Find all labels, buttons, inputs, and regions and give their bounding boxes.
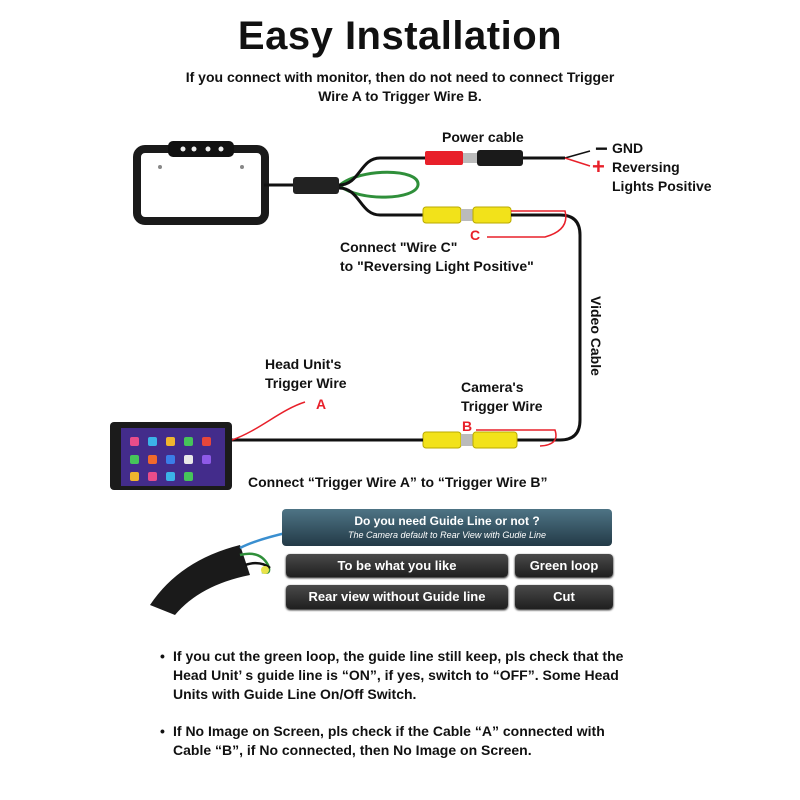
connect-wire-c-label: Connect "Wire C" to "Reversing Light Pos…: [340, 239, 534, 274]
wire-b-letter: B: [462, 418, 473, 434]
guide-line-note: The Camera default to Rear View with Gud…: [348, 530, 546, 540]
cut-button: Cut: [515, 585, 613, 609]
cable-end-photo: [150, 530, 291, 615]
video-cable-label: Video Cable: [588, 296, 604, 376]
bullet-dot: •: [160, 723, 165, 739]
power-connector: [425, 150, 523, 166]
page-title: Easy Installation: [237, 14, 563, 58]
video-connector-top: [422, 206, 512, 224]
guide-line-banner: Do you need Guide Line or not ? The Came…: [282, 509, 612, 546]
head-unit: [110, 422, 232, 490]
green-loop-button: Green loop: [515, 554, 613, 577]
license-plate-camera: [133, 141, 269, 225]
option-guide-line-button: To be what you like: [286, 554, 508, 577]
wire-a: [231, 401, 306, 441]
reversing-lights-positive-label: Reversing Lights Positive: [612, 159, 712, 194]
note-item: • If you cut the green loop, the guide l…: [160, 648, 624, 702]
wire-a-letter: A: [316, 396, 327, 412]
wire-b: [517, 429, 557, 447]
video-cable: [511, 213, 582, 442]
guide-line-question: Do you need Guide Line or not ?: [354, 514, 540, 528]
camera-trigger-label: Camera's Trigger Wire: [461, 379, 543, 414]
positive-sign: +: [592, 154, 605, 179]
wire-c: [487, 210, 567, 238]
power-cable-label: Power cable: [442, 129, 524, 145]
head-unit-trigger-label: Head Unit's Trigger Wire: [265, 356, 347, 391]
cable-splitter: [293, 177, 339, 194]
gnd-label: GND: [612, 140, 644, 156]
gnd-sign: −: [595, 136, 608, 161]
connect-a-to-b-label: Connect “Trigger Wire A” to “Trigger Wir…: [248, 474, 548, 490]
wire-c-letter: C: [470, 227, 481, 243]
bullet-dot: •: [160, 648, 165, 664]
green-loop: [339, 170, 420, 199]
note-item: • If No Image on Screen, pls check if th…: [160, 723, 605, 758]
page-subtitle: If you connect with monitor, then do not…: [185, 69, 615, 104]
option-no-guide-line-button: Rear view without Guide line: [286, 585, 508, 609]
video-connector-bottom: [422, 431, 518, 449]
